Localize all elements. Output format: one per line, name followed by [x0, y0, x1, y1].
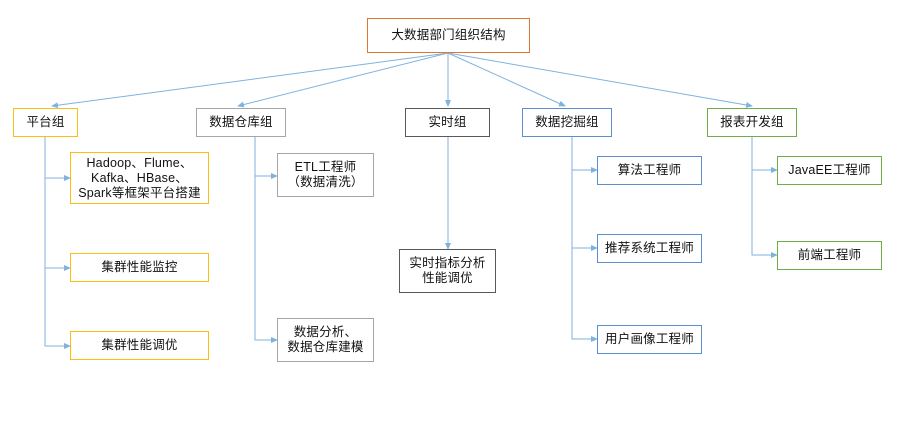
- link-warehouse-child-1: [254, 137, 278, 179]
- node-report-child-2[interactable]: 前端工程师: [777, 241, 882, 270]
- link-root-report: [447, 52, 753, 108]
- node-mining-child-2[interactable]: 推荐系统工程师: [597, 234, 702, 263]
- node-group-platform[interactable]: 平台组: [13, 108, 78, 137]
- node-platform-child-1[interactable]: Hadoop、Flume、 Kafka、HBase、 Spark等框架平台搭建: [70, 152, 209, 204]
- link-mining-child-3: [571, 137, 598, 342]
- node-mining-child-3[interactable]: 用户画像工程师: [597, 325, 702, 354]
- link-report-child-1: [751, 137, 778, 173]
- link-warehouse-child-2: [254, 137, 278, 343]
- link-root-platform: [51, 52, 449, 109]
- node-warehouse-child-1[interactable]: ETL工程师 （数据清洗）: [277, 153, 374, 197]
- node-mining-child-1[interactable]: 算法工程师: [597, 156, 702, 185]
- link-report-child-2: [751, 137, 778, 258]
- node-platform-child-3[interactable]: 集群性能调优: [70, 331, 209, 360]
- node-warehouse-child-2[interactable]: 数据分析、 数据仓库建模: [277, 318, 374, 362]
- link-mining-child-2: [571, 137, 598, 251]
- link-platform-child-1: [44, 137, 71, 181]
- node-group-report[interactable]: 报表开发组: [707, 108, 797, 137]
- link-root-mining: [447, 52, 566, 107]
- link-platform-child-3: [44, 137, 71, 349]
- link-mining-child-1: [571, 137, 598, 173]
- node-platform-child-2[interactable]: 集群性能监控: [70, 253, 209, 282]
- node-group-realtime[interactable]: 实时组: [405, 108, 490, 137]
- node-root[interactable]: 大数据部门组织结构: [367, 18, 530, 53]
- node-group-mining[interactable]: 数据挖掘组: [522, 108, 612, 137]
- node-report-child-1[interactable]: JavaEE工程师: [777, 156, 882, 185]
- node-realtime-child-1[interactable]: 实时指标分析 性能调优: [399, 249, 496, 293]
- link-platform-child-2: [44, 137, 71, 271]
- node-group-warehouse[interactable]: 数据仓库组: [196, 108, 286, 137]
- link-root-warehouse: [237, 52, 449, 108]
